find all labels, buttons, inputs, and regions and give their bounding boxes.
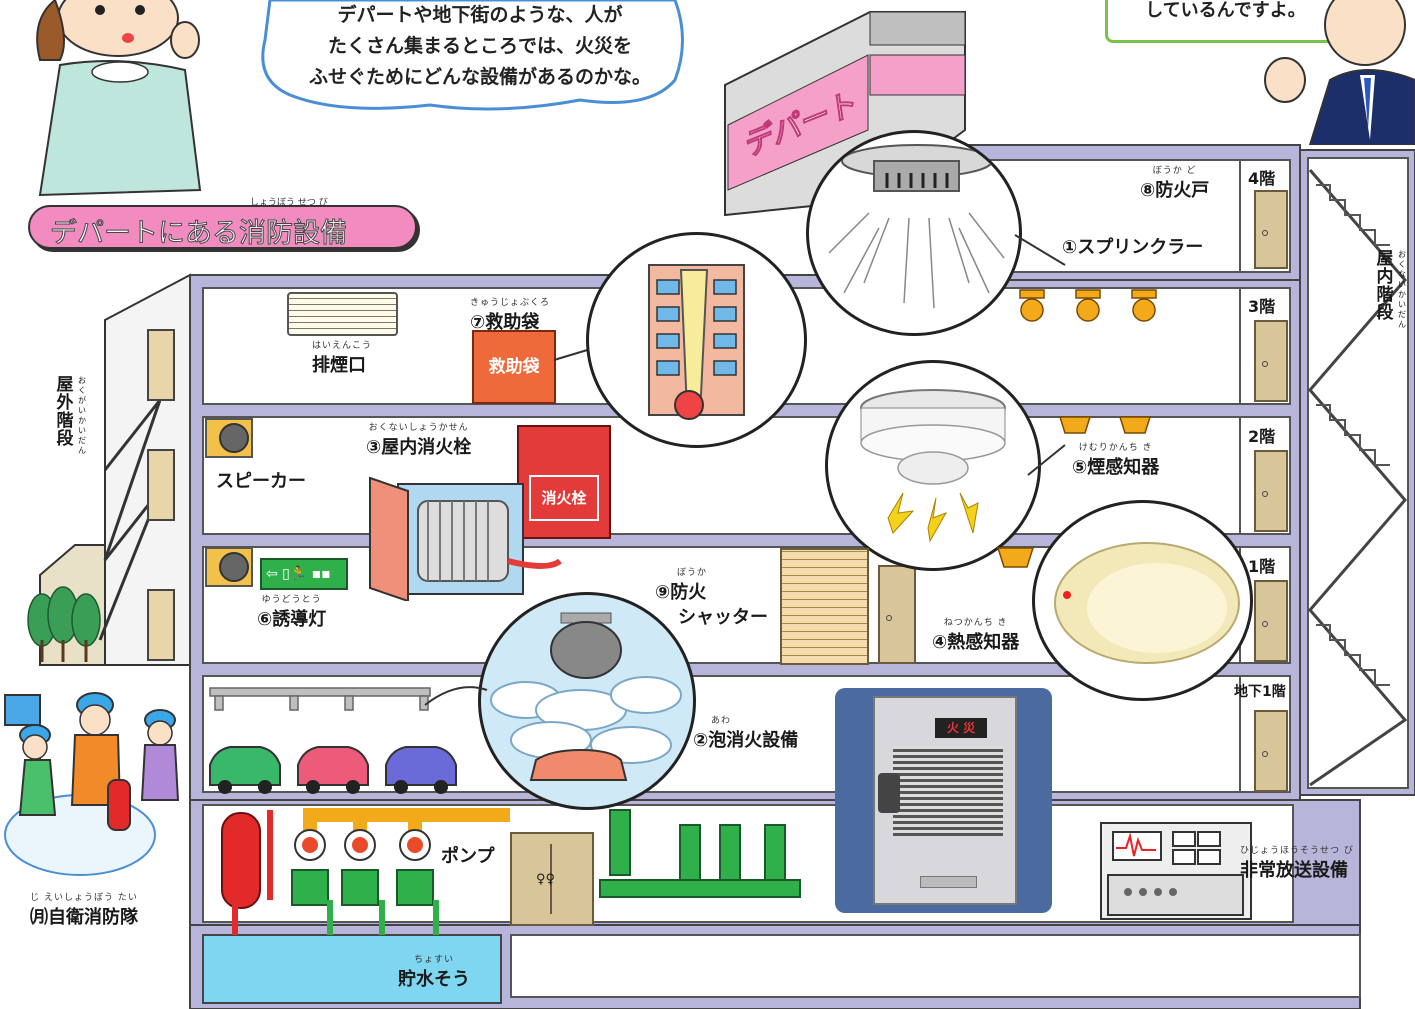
speaker-2f — [205, 418, 253, 458]
speaker-1f — [205, 547, 253, 587]
rescue-text: ⑦救助袋 — [470, 312, 540, 333]
fire-shutter — [780, 548, 869, 665]
foam-pipes — [209, 687, 431, 711]
heat-text: ④熱感知器 — [932, 632, 1020, 653]
label-guide: ゆうどうとう ⑥誘導灯 — [257, 592, 326, 631]
sprinkler-pointer — [1014, 234, 1066, 266]
label-sprinkler: ①スプリンクラー — [1062, 237, 1204, 258]
man-speech-bubble: しているんですよ。 — [1105, 0, 1346, 43]
floor-label-1f: 1階 — [1248, 557, 1276, 576]
exit-guide-light: ⇦ ▯🏃 ▪▪ — [260, 558, 348, 590]
guide-text: ⑥誘導灯 — [257, 609, 327, 630]
door-2f — [1254, 450, 1288, 532]
foam-pointer — [424, 686, 488, 706]
heat-detector-head — [996, 547, 1035, 568]
shutter-text-1: ⑨防火 — [655, 582, 707, 603]
pump-room-piping — [221, 808, 801, 935]
floor-label-4f: 4階 — [1248, 169, 1276, 188]
machine-room-door: ♀♀ — [510, 832, 594, 926]
man-character — [1264, 0, 1415, 145]
door-3f — [1254, 320, 1288, 402]
brigade-ruby: じ えいしょうぼう たい — [30, 893, 138, 903]
girl-speech-bubble — [261, 0, 684, 111]
door-b1 — [1254, 710, 1288, 792]
hydrant-ruby: おくないしょうかせん — [368, 423, 469, 433]
smoke-detector-closeup — [825, 360, 1041, 571]
title-banner: しょうぼう せつ び デパートにある消防設備 — [28, 198, 417, 250]
fire-alarm-panel-photo: 火 災 — [835, 688, 1052, 913]
exhaust-text: 排煙口 — [312, 355, 366, 376]
tank-text: 貯水そう — [398, 969, 470, 990]
smoke-pointer — [1027, 444, 1066, 476]
door-4f — [1254, 190, 1288, 269]
girl-character — [36, 0, 202, 197]
heat-detector-closeup — [1032, 500, 1253, 701]
label-shutter: ぼうか ⑨防火 — [655, 565, 707, 604]
label-shutter-2: シャッター — [678, 607, 768, 628]
girl-speech-text: デパートや地下街のような、人が たくさん集まるところでは、火災を ふせぐためにど… — [285, 0, 675, 93]
outdoor-stairs-label: 屋外階段 おくがいかいだん — [55, 375, 87, 455]
floor-label-2f: 2階 — [1248, 427, 1276, 446]
speech-line-2: たくさん集まるところでは、火災を — [327, 35, 632, 57]
label-hydrant: おくないしょうかせん ③屋内消火栓 — [366, 420, 471, 459]
broadcast-ruby: ひじょうほうそうせつ び — [1240, 846, 1354, 856]
shutter-ruby: ぼうか — [677, 568, 708, 578]
page-title: デパートにある消防設備 — [50, 218, 348, 250]
label-rescue: きゅうじょぶくろ ⑦救助袋 — [470, 295, 550, 334]
sprinkler-heads-row — [1019, 289, 1157, 322]
hydrant-text: ③屋内消火栓 — [366, 437, 472, 458]
title-ruby: しょうぼう せつ び — [250, 198, 328, 208]
indoor-stairs-ruby: おくないかいだん — [1398, 250, 1406, 329]
hydrant-box-text: 消火栓 — [529, 475, 599, 521]
exhaust-ruby: はいえんこう — [312, 341, 373, 351]
floor-label-3f: 3階 — [1248, 297, 1276, 316]
smoke-ruby: けむりかんち き — [1078, 443, 1153, 453]
floor-label-b1: 地下1階 — [1234, 684, 1286, 700]
door-shutter-side — [878, 565, 916, 664]
indoor-stairs-text: 屋内階段 — [1376, 249, 1394, 323]
label-broadcast: ひじょうほうそうせつ び 非常放送設備 — [1240, 843, 1354, 882]
parked-cars — [209, 746, 457, 794]
label-pump: ポンプ — [441, 846, 495, 867]
speech-line-3: ふせぐためにどんな設備があるのかな。 — [308, 66, 651, 88]
self-defense-brigade-illustration — [4, 692, 180, 876]
outdoor-stairs-text: 屋外階段 — [56, 375, 74, 449]
label-heat: ねつかんち き ④熱感知器 — [932, 615, 1019, 654]
exhaust-vent — [287, 292, 398, 336]
tank-ruby: ちょすい — [413, 955, 454, 965]
indoor-stairs-label: 屋内階段 おくないかいだん — [1375, 249, 1407, 329]
broadcast-equipment — [1100, 822, 1252, 920]
rescue-ruby: きゅうじょぶくろ — [470, 298, 551, 308]
hydrant-cabinet: 消火栓 — [517, 425, 611, 539]
guide-ruby: ゆうどうとう — [261, 595, 322, 605]
heat-ruby: ねつかんち き — [943, 618, 1008, 628]
rescue-bag-box: 救助袋 — [472, 330, 556, 404]
label-firedoor: ぼうか ど ⑧防火戸 — [1140, 163, 1209, 202]
brigade-text: ㈪自衛消防隊 — [30, 907, 138, 928]
label-speaker: スピーカー — [216, 471, 306, 492]
foam-text: ②泡消火設備 — [693, 730, 799, 751]
foam-closeup — [478, 592, 696, 810]
label-tank: ちょすい 貯水そう — [398, 952, 470, 991]
label-exhaust: はいえんこう 排煙口 — [312, 338, 372, 377]
firedoor-ruby: ぼうか ど — [1152, 166, 1197, 176]
label-foam: あわ ②泡消火設備 — [693, 713, 798, 752]
sprinkler-closeup — [806, 130, 1022, 336]
foam-ruby: あわ — [711, 716, 732, 726]
rescue-bag-box-text: 救助袋 — [488, 357, 540, 377]
speech-line-1: デパートや地下街のような、人が — [337, 4, 623, 26]
broadcast-text: 非常放送設備 — [1240, 860, 1348, 881]
door-1f — [1254, 580, 1288, 662]
firedoor-text: ⑧防火戸 — [1140, 180, 1210, 201]
label-brigade: じ えいしょうぼう たい ㈪自衛消防隊 — [30, 890, 138, 929]
panel-fire-indicator: 火 災 — [935, 718, 987, 738]
man-speech-text: しているんですよ。 — [1145, 0, 1306, 21]
label-smoke: けむりかんち き ⑤煙感知器 — [1072, 440, 1159, 479]
rescue-bag-closeup — [586, 232, 807, 448]
outdoor-stairs-ruby: おくがいかいだん — [78, 376, 86, 455]
smoke-text: ⑤煙感知器 — [1072, 457, 1160, 478]
smoke-detector-heads — [1058, 416, 1152, 434]
fire-alarm-panel: 火 災 — [873, 696, 1017, 905]
hydrant-hose-reel — [369, 476, 562, 601]
